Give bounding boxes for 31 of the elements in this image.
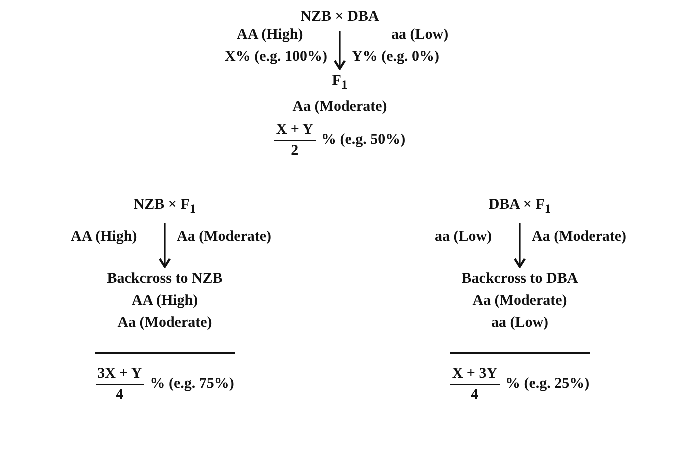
fraction-denominator: 2 <box>291 142 299 161</box>
node-title: NZB × F$_{1}$ <box>134 196 196 218</box>
node-title: DBA × F$_{1}$ <box>488 196 552 218</box>
percentage-text: % (e.g. 50%) <box>322 132 406 149</box>
fraction-denominator: 4 <box>471 386 479 404</box>
node-title: NZB × DBA <box>300 8 380 27</box>
fraction-denominator: 4 <box>116 386 124 404</box>
fraction-numerator: X + 3Y <box>450 364 500 384</box>
genotype-label: Aa (Moderate) <box>532 228 627 247</box>
genotype-text: Aa (Moderate) <box>118 314 212 333</box>
genotype-label: aa (Low) <box>392 26 449 45</box>
fraction-numerator: X + Y <box>274 120 316 141</box>
arrow <box>334 31 346 70</box>
genotype-label: aa (Low) <box>435 228 492 247</box>
genotype-label: X% (e.g. 100%) <box>225 48 328 67</box>
fraction-numerator: 3X + Y <box>96 364 144 384</box>
genotype-text: Aa (Moderate) <box>472 292 568 311</box>
percentage-text: % (e.g. 25%) <box>506 376 590 392</box>
genotype-text: AA (High) <box>132 292 198 311</box>
genotype-text: Aa (Moderate) <box>292 98 388 117</box>
node-title: F$_{1}$ <box>332 72 348 94</box>
genotype-text: aa (Low) <box>491 314 549 333</box>
arrow <box>514 223 526 268</box>
node-title: Backcross to NZB <box>107 270 223 289</box>
genotype-label: Aa (Moderate) <box>177 228 272 247</box>
genotype-label: AA (High) <box>71 228 138 247</box>
arrow <box>158 223 172 268</box>
percentage-text: % (e.g. 75%) <box>150 376 234 392</box>
genotype-label: AA (High) <box>237 26 304 45</box>
genotype-label: Y% (e.g. 0%) <box>352 48 440 67</box>
node-title: Backcross to DBA <box>462 270 578 289</box>
